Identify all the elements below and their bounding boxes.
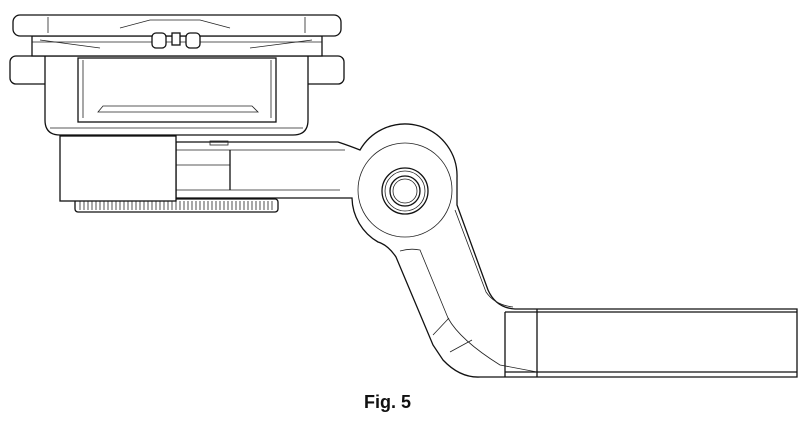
clamp-band [176, 140, 345, 191]
lower-block [59, 135, 177, 202]
latch-right [185, 32, 201, 49]
top-plate [12, 14, 342, 57]
latch-left [151, 32, 167, 49]
housing [9, 55, 345, 136]
pivot-bolt [381, 167, 429, 215]
pivot-arm [175, 123, 798, 378]
figure-caption: Fig. 5 [364, 392, 412, 412]
